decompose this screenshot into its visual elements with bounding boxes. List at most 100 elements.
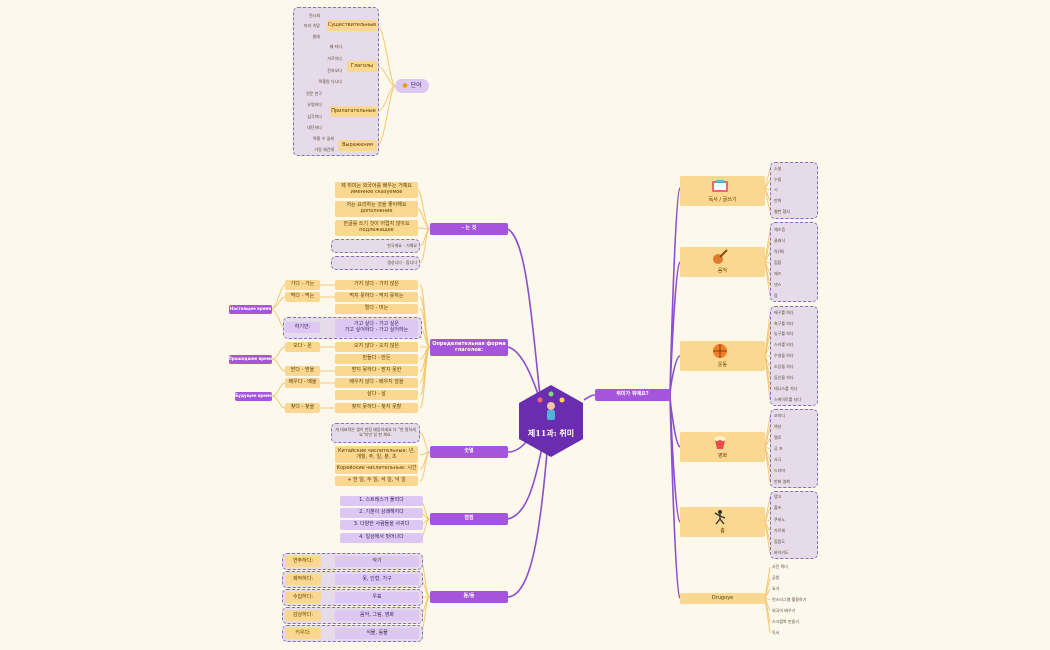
vocab-noun-item: 전시회 bbox=[308, 12, 320, 18]
hobby-item: 드라마 bbox=[774, 467, 786, 473]
benefit-item[interactable]: 2. 기분이 상쾌해지다 bbox=[340, 508, 423, 518]
future-tense-label[interactable]: Будущее время bbox=[235, 392, 272, 401]
verb-form-right[interactable]: 먹지 못하다 - 먹지 못하는 bbox=[335, 292, 418, 302]
vocab-root-label: 단어 bbox=[410, 81, 422, 89]
hobby-item: 클래식 bbox=[774, 237, 786, 243]
verb-form-left[interactable]: 먹다 - 먹는 bbox=[285, 292, 320, 302]
hobby-item: 수영을 하다 bbox=[774, 352, 794, 358]
reading-items-box bbox=[770, 162, 818, 219]
dance-items-box bbox=[770, 491, 818, 559]
vocab-verb-item: 가르치다 bbox=[327, 55, 342, 61]
hobby-group-other[interactable]: Drugoye bbox=[680, 593, 765, 604]
hobby-item: 가르헤 bbox=[774, 527, 786, 533]
hobby-item: 힙합도 bbox=[774, 538, 786, 544]
hobby-item: 액션 bbox=[774, 423, 782, 429]
pair-object[interactable]: 옷, 인형, 가구 bbox=[335, 574, 419, 585]
hobby-item: 웹번 협지 bbox=[774, 208, 790, 214]
verb-form-right[interactable]: 멀다 - 머는 bbox=[335, 304, 418, 314]
vocab-noun-item: 발레 bbox=[312, 33, 320, 39]
pair-object[interactable]: 우표 bbox=[335, 592, 419, 603]
vocab-verbs[interactable]: Глаголы bbox=[347, 61, 377, 72]
hobby-item: 재즈 bbox=[774, 270, 782, 276]
verb-form-right[interactable]: 만들다 - 만든 bbox=[335, 354, 418, 364]
topic-benefits[interactable]: 점점 bbox=[430, 513, 508, 525]
movies-items-box bbox=[770, 409, 818, 488]
vocab-expressions[interactable]: Выражения bbox=[338, 140, 377, 151]
pair-verb[interactable]: 수집하다: bbox=[285, 592, 321, 603]
vocab-nouns[interactable]: Существительные bbox=[327, 20, 377, 31]
verb-form-left[interactable]: 받다 - 받을 bbox=[285, 366, 320, 376]
vocab-box bbox=[293, 7, 379, 156]
vocab-verb-item: 배 타다 bbox=[329, 43, 342, 49]
benefit-item[interactable]: 1. 스트레스가 풀리다 bbox=[340, 496, 423, 506]
verb-form-left[interactable]: 하기만: bbox=[285, 322, 320, 333]
verb-form-left[interactable]: 오다 - 온 bbox=[285, 342, 320, 352]
guitar-icon bbox=[712, 249, 728, 265]
hobby-item: 외국어 배우기 bbox=[772, 607, 796, 613]
lightbulb-icon: ● bbox=[402, 81, 408, 89]
hobby-item: 쿠바노 bbox=[774, 516, 786, 522]
topic-determinative-forms[interactable]: Определительная форма глаголов: bbox=[430, 339, 508, 356]
vocab-root[interactable]: ●단어 bbox=[395, 79, 429, 93]
vocab-expression-item: 짝홍 수 끊게 bbox=[313, 135, 334, 141]
hobby-item: 탱고 bbox=[774, 493, 782, 499]
hobby-item: 조깅을 하다 bbox=[774, 363, 794, 369]
verb-form-right[interactable]: 오지 않다 - 오지 않은 bbox=[335, 342, 418, 352]
hobby-item: 만화 영화 bbox=[774, 478, 790, 484]
verb-form-right[interactable]: 받지 못하다 - 받지 못한 bbox=[335, 366, 418, 376]
hobby-item: 팝 bbox=[774, 292, 778, 298]
pair-object[interactable]: 음악, 그림, 영화 bbox=[335, 610, 419, 621]
hobby-item: 요가 bbox=[772, 585, 780, 591]
pair-verb[interactable]: 감상하다: bbox=[285, 610, 321, 621]
verb-form-right[interactable]: 찾지 못하다 - 찾지 못할 bbox=[335, 403, 418, 413]
vocab-adjective-item: 심각하다 bbox=[307, 113, 322, 119]
present-tense-label[interactable]: Настоящее время bbox=[229, 305, 272, 314]
neun-geot-item[interactable]: 제 취미는 외국어를 배우는 거예요 именное сказуемое bbox=[335, 182, 418, 198]
hobby-item: 공 포 bbox=[774, 445, 783, 451]
hobby-item: 수필 bbox=[774, 176, 782, 182]
hobby-item: 힙합 bbox=[774, 259, 782, 265]
past-tense-label[interactable]: Прошедшее время bbox=[229, 355, 272, 364]
pair-verb[interactable]: 키우다: bbox=[285, 628, 321, 639]
topic-numerals[interactable]: 숫열 bbox=[430, 446, 508, 458]
central-topic-hexagon bbox=[519, 385, 583, 457]
verb-form-right[interactable]: 가지 않다 - 가지 않은 bbox=[335, 280, 418, 290]
benefit-item[interactable]: 3. 다양한 사람들을 사귀다 bbox=[340, 520, 423, 530]
vocab-adjectives[interactable]: Прилагательные bbox=[330, 106, 377, 117]
hobby-group-label: 독서 / 글쓰기 bbox=[708, 197, 737, 204]
neun-geot-item[interactable]: 한글를 쓰기 것이 어렵지 않아요 подлежащее bbox=[335, 220, 418, 236]
verb-form-right[interactable]: 가고 싶다 - 가고 싶은 가고 싶어하다 - 가고 싶어하는 bbox=[335, 319, 418, 337]
neun-geot-sub-box bbox=[331, 256, 420, 270]
topic-verb-object[interactable]: 동/동 bbox=[430, 591, 508, 603]
central-topic[interactable]: 제11과: 취미 bbox=[518, 384, 584, 458]
hobby-item: 코미디 bbox=[774, 412, 786, 418]
topic-hobby[interactable]: 취미가 뭐예요? bbox=[595, 389, 670, 401]
verb-form-left[interactable]: 배우다 - 배울 bbox=[285, 378, 320, 388]
hobby-item: 테니스를 치다 bbox=[774, 385, 798, 391]
pair-object[interactable]: 식물, 동물 bbox=[335, 628, 419, 639]
verb-form-right[interactable]: 살다 - 살 bbox=[335, 390, 418, 400]
verb-form-right[interactable]: 배우지 않다 - 배우지 않을 bbox=[335, 378, 418, 388]
pair-object[interactable]: 악기 bbox=[335, 556, 419, 567]
vocab-verb-item: 전자오다 bbox=[327, 67, 342, 73]
vocab-noun-item: 마라 속탕 bbox=[304, 22, 320, 28]
topic-neun-geot[interactable]: - 는 것 bbox=[430, 223, 508, 235]
pair-verb[interactable]: 제작하다: bbox=[285, 574, 321, 585]
numerals-item[interactable]: + 한 일, 두 일, 석 일, 넉 일 bbox=[335, 476, 418, 486]
vocab-adjective-item: 전문 천구 bbox=[306, 90, 322, 96]
benefit-item[interactable]: 4. 일상에서 벗어나다 bbox=[340, 533, 423, 543]
numerals-item[interactable]: Корейские числительные: 시간 bbox=[335, 464, 418, 474]
pair-verb[interactable]: 연주하다: bbox=[285, 556, 321, 567]
neun-geot-item[interactable]: 저는 요리하는 것을 좋아해요 дополнение bbox=[335, 201, 418, 217]
hobby-item: 재즈음 bbox=[774, 226, 786, 232]
dancer-icon bbox=[712, 509, 728, 525]
numerals-item[interactable]: Китайские числительные: 년, 개월, 주, 일, 분, … bbox=[335, 446, 418, 463]
vocab-adjective-item: 대단하다 bbox=[307, 124, 322, 130]
hobby-item: 공원 bbox=[772, 574, 780, 580]
verb-form-left[interactable]: 가다 - 가는 bbox=[285, 280, 320, 290]
hobby-group-label: 춤 bbox=[720, 528, 725, 535]
hobby-item: 등산을 하다 bbox=[774, 374, 794, 380]
hobby-group-music[interactable]: 음악 bbox=[680, 247, 765, 277]
verb-form-left[interactable]: 찾다 - 찾을 bbox=[285, 403, 320, 413]
